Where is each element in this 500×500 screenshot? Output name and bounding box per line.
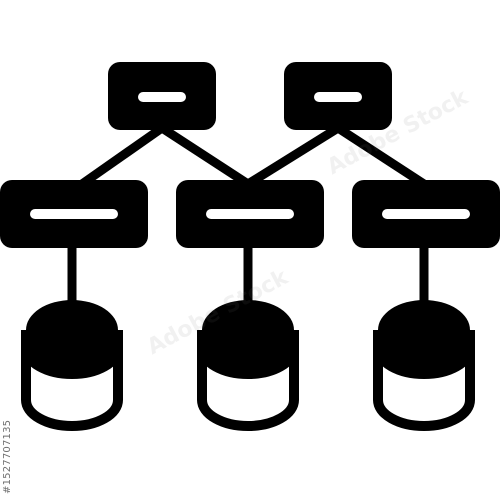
database-center — [197, 300, 299, 431]
top-node-right — [284, 62, 392, 130]
connector-line — [245, 124, 341, 188]
connector-lines — [67, 124, 429, 302]
watermark-image-id: #1527707135 — [2, 419, 13, 494]
middle-node-center — [176, 180, 324, 248]
connector-line — [335, 124, 427, 188]
connector-line — [79, 124, 165, 188]
connector-line — [159, 124, 251, 188]
database-right — [373, 300, 475, 431]
database-left — [21, 300, 123, 431]
middle-node-right — [352, 180, 500, 248]
top-node-left — [108, 62, 216, 130]
middle-node-left — [0, 180, 148, 248]
